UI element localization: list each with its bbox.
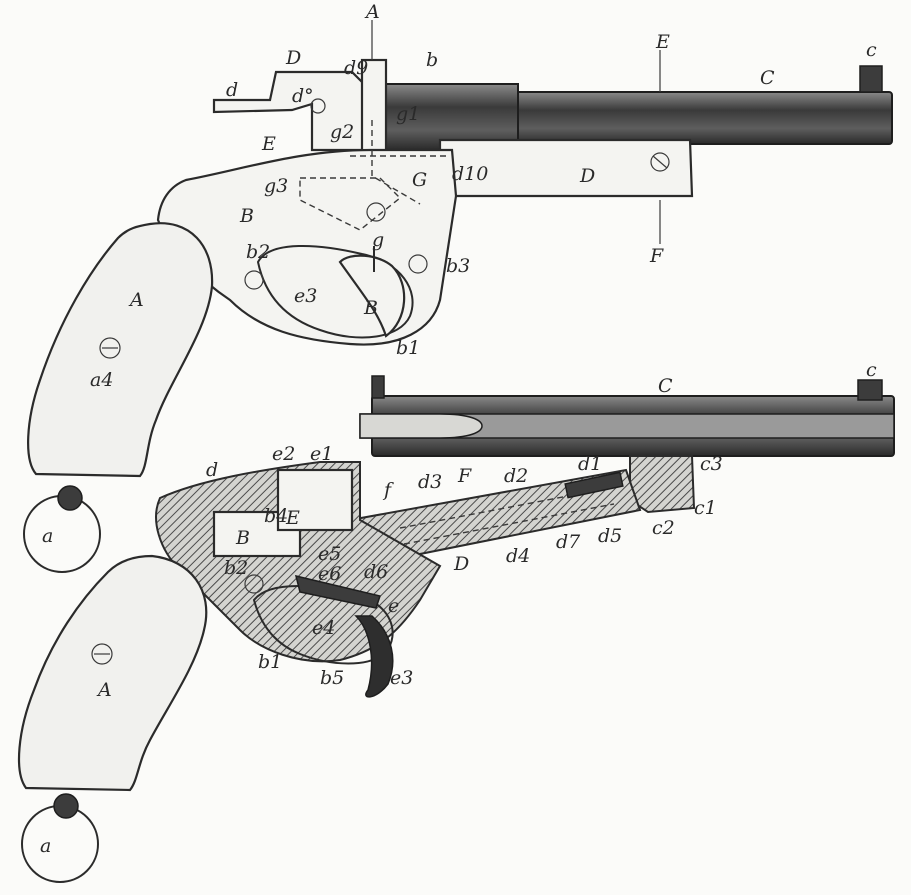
label-lower-e6: e6 [318, 563, 341, 585]
upper-slide-screw [650, 152, 670, 172]
label-upper-b1: b1 [396, 337, 420, 359]
upper-trigger [338, 254, 406, 338]
label-lower-D: D [453, 553, 469, 575]
label-lower-d4: d4 [506, 545, 530, 567]
label-lower-d7: d7 [556, 531, 581, 553]
label-lower-e2: e2 [272, 443, 295, 465]
label-upper-E-top: E [655, 31, 670, 53]
lower-bolt-E [276, 468, 354, 532]
label-lower-F: F [457, 465, 472, 487]
label-upper-D-top: D [285, 47, 301, 69]
lower-labels: c C e2 e1 d c3 d3 F d2 d1 f b4 E c1 c2 B… [40, 359, 877, 857]
label-lower-B: B [235, 527, 250, 549]
label-lower-c3: c3 [700, 453, 723, 475]
label-lower-C: C [658, 375, 673, 397]
label-lower-d6: d6 [364, 561, 388, 583]
upper-trigger-guard [256, 244, 414, 339]
upper-labels: A E c C b d9 D d d° g2 g1 E g3 G d10 D F… [42, 1, 877, 547]
label-upper-g3: g3 [264, 175, 288, 197]
label-upper-d: d [226, 79, 238, 101]
label-lower-d3: d3 [418, 471, 442, 493]
label-lower-e1: e1 [310, 443, 333, 465]
label-upper-B-trigger: B [363, 297, 378, 319]
label-upper-d0: d° [292, 85, 314, 107]
label-upper-D: D [579, 165, 595, 187]
label-lower-E: E [285, 507, 300, 529]
label-upper-A: A [364, 1, 380, 23]
label-upper-g: g [372, 229, 384, 251]
label-lower-d2: d2 [504, 465, 528, 487]
label-upper-d9: d9 [344, 57, 368, 79]
label-upper-a4: a4 [90, 369, 113, 391]
label-upper-B-frame: B [239, 205, 254, 227]
label-lower-c1: c1 [694, 497, 717, 519]
label-lower-b2: b2 [224, 557, 248, 579]
lower-pistol-view [17, 375, 895, 883]
lower-grip-screw [91, 643, 113, 665]
label-upper-d10: d10 [452, 163, 488, 185]
upper-front-sight [859, 65, 883, 93]
label-lower-a: a [40, 835, 51, 857]
upper-pivot-g [366, 202, 386, 222]
label-upper-g2: g2 [330, 121, 354, 143]
label-lower-c2: c2 [652, 517, 675, 539]
label-lower-f: f [382, 479, 394, 501]
lower-grip [17, 554, 208, 792]
lower-trigger [354, 615, 394, 698]
label-lower-e: e [388, 595, 399, 617]
upper-pistol-view [23, 20, 893, 573]
label-lower-d1: d1 [578, 453, 602, 475]
lower-breech-block [629, 455, 696, 514]
label-upper-e3: e3 [294, 285, 317, 307]
label-lower-b5: b5 [320, 667, 344, 689]
label-upper-a: a [42, 525, 53, 547]
label-lower-c: c [866, 359, 877, 381]
label-lower-A: A [96, 679, 112, 701]
upper-grip-screw [99, 337, 121, 359]
label-upper-F: F [649, 245, 664, 267]
lower-front-sight [857, 379, 883, 401]
label-lower-d5: d5 [598, 525, 622, 547]
label-upper-G: G [412, 169, 427, 191]
lower-lanyard-ring [21, 805, 99, 883]
label-lower-e3: e3 [390, 667, 413, 689]
label-upper-A-grip: A [128, 289, 144, 311]
label-upper-E-left: E [261, 133, 276, 155]
label-upper-c: c [866, 39, 877, 61]
label-lower-e5: e5 [318, 543, 341, 565]
lower-rear-sight [371, 375, 385, 399]
label-lower-e4: e4 [312, 617, 335, 639]
lower-spring [399, 487, 615, 545]
lower-cartridge [359, 413, 483, 439]
label-lower-b1: b1 [258, 651, 282, 673]
label-upper-b3: b3 [446, 255, 470, 277]
label-upper-b: b [426, 49, 438, 71]
label-upper-b2: b2 [246, 241, 270, 263]
lower-firing-pin [564, 471, 624, 499]
label-upper-C: C [760, 67, 775, 89]
label-lower-d: d [206, 459, 218, 481]
lower-sear [294, 574, 381, 609]
upper-screw-b3 [408, 254, 428, 274]
upper-lever-screw [310, 98, 326, 114]
upper-screw-b2 [244, 270, 264, 290]
label-upper-g1: g1 [396, 103, 420, 125]
label-lower-b4: b4 [264, 505, 288, 527]
